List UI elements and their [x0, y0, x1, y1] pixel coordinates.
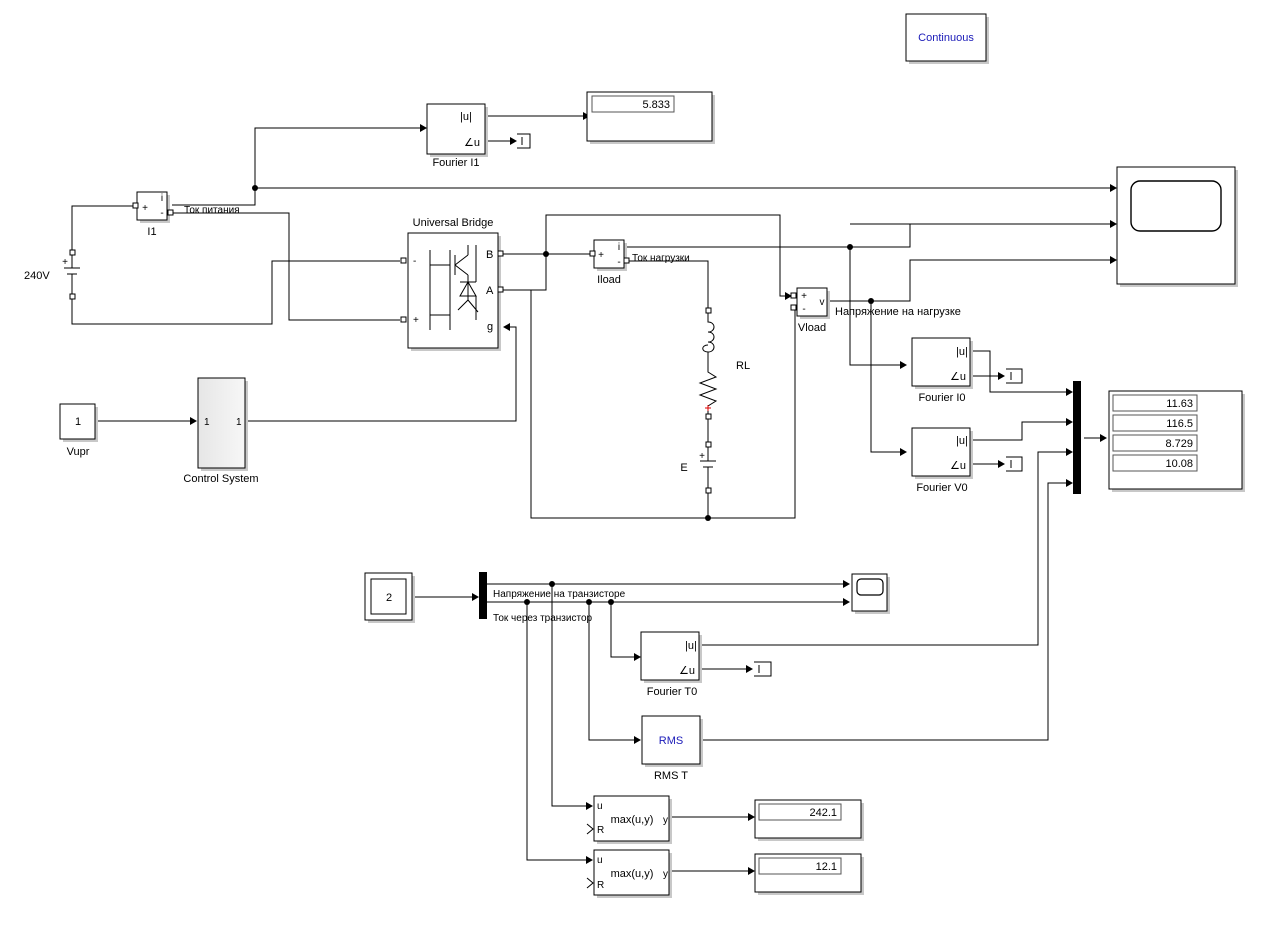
dc-source-240v[interactable]: + 240V: [24, 249, 80, 300]
wire-arrows: [190, 112, 1117, 875]
scope-small[interactable]: [851, 573, 890, 614]
source-240v-name: 240V: [24, 270, 50, 282]
rl-branch[interactable]: RL: [698, 307, 750, 420]
max2-r-port: R: [597, 880, 604, 891]
bridge-plus-port: +: [413, 315, 419, 326]
scope-main[interactable]: [1116, 166, 1238, 287]
display-multi-value-4: 10.08: [1165, 458, 1193, 470]
display-i1-value: 5.833: [642, 99, 670, 111]
control-system-block[interactable]: 1 1 Control System: [183, 377, 259, 485]
bridge-b-port: B: [486, 249, 493, 261]
rms-label: RMS: [659, 735, 683, 747]
solver-label: Continuous: [918, 32, 974, 44]
max-block-1[interactable]: u R max(u,y) y: [586, 795, 672, 844]
display-max-1[interactable]: 242.1: [754, 799, 864, 841]
max2-u-port: u: [597, 855, 603, 866]
current-meter-iload[interactable]: + i - Iload: [589, 239, 630, 286]
max1-label: max(u,y): [611, 814, 654, 826]
battery-plus-sign: +: [699, 451, 705, 462]
max1-r-port: R: [597, 825, 604, 836]
transistor-voltage-signal: Напряжение на транзисторе: [493, 589, 626, 600]
display-multi-value-2: 116.5: [1166, 418, 1193, 430]
max2-label: max(u,y): [611, 868, 654, 880]
transistor-current-signal: Ток через транзистор: [493, 613, 593, 624]
scope-screen-icon: [1130, 180, 1222, 232]
fourier-i0-angle-port: ∠u: [950, 371, 966, 383]
display-i1[interactable]: 5.833: [586, 91, 715, 144]
display-multi-value-3: 8.729: [1165, 438, 1193, 450]
rms-t-name: RMS T: [654, 770, 688, 782]
constant-2-value: 2: [386, 592, 392, 604]
fourier-i1-name: Fourier I1: [432, 157, 479, 169]
bridge-name: Universal Bridge: [413, 217, 494, 229]
fourier-i1-block[interactable]: |u| ∠u Fourier I1: [426, 103, 488, 169]
load-current-signal: Ток нагрузки: [632, 253, 690, 264]
fourier-v0-mag-port: |u|: [956, 435, 968, 447]
supply-current-signal: Ток питания: [184, 205, 240, 216]
mux-right[interactable]: [1073, 381, 1081, 494]
i1-minus-port: -: [160, 208, 163, 219]
scope-small-screen-icon: [856, 578, 884, 596]
fourier-v0-angle-port: ∠u: [950, 460, 966, 472]
max1-u-port: u: [597, 801, 603, 812]
igbt-diode-icon: [429, 245, 479, 330]
junctions: [252, 185, 874, 605]
constant-vupr[interactable]: 1 Vupr: [59, 403, 98, 458]
control-in-port: 1: [204, 417, 210, 428]
display-max-1-value: 242.1: [809, 807, 837, 819]
fourier-v0-name: Fourier V0: [916, 482, 967, 494]
iload-minus-port: -: [617, 257, 620, 268]
control-out-port: 1: [236, 417, 242, 428]
rl-name: RL: [736, 360, 750, 372]
rms-t-block[interactable]: RMS RMS T: [641, 715, 703, 782]
battery-e-name: E: [680, 462, 687, 474]
fourier-i1-mag-port: |u|: [460, 111, 472, 123]
vload-plus-port: +: [801, 291, 807, 302]
fourier-t0-name: Fourier T0: [647, 686, 698, 698]
fourier-v0-block[interactable]: |u| ∠u Fourier V0: [911, 427, 973, 494]
iload-plus-port: +: [598, 250, 604, 261]
bridge-minus-port: -: [413, 256, 416, 267]
fourier-i0-name: Fourier I0: [918, 392, 965, 404]
bridge-g-port: g: [487, 321, 493, 333]
control-system-name: Control System: [183, 473, 258, 485]
vload-name: Vload: [798, 322, 826, 334]
battery-e[interactable]: + E: [680, 441, 716, 494]
fourier-i0-mag-port: |u|: [956, 346, 968, 358]
fourier-t0-block[interactable]: |u| ∠u Fourier T0: [640, 631, 702, 698]
voltage-meter-vload[interactable]: + - v Vload: [790, 287, 830, 334]
bridge-a-port: A: [486, 285, 494, 297]
fourier-i0-block[interactable]: |u| ∠u Fourier I0: [911, 337, 973, 404]
universal-bridge-block[interactable]: Universal Bridge - + B A g: [400, 217, 504, 351]
current-meter-i1[interactable]: + i - I1: [132, 191, 174, 238]
vload-out-port: v: [820, 297, 825, 308]
max2-y-port: y: [663, 869, 668, 880]
display-max-2[interactable]: 12.1: [754, 853, 864, 895]
vupr-name: Vupr: [67, 446, 90, 458]
load-voltage-signal: Напряжение на нагрузке: [835, 306, 961, 318]
max2-reset-icon: [586, 877, 594, 889]
fourier-i1-angle-port: ∠u: [464, 137, 480, 149]
iload-name: Iload: [597, 274, 621, 286]
fourier-t0-mag-port: |u|: [685, 640, 697, 652]
source-plus-sign: +: [62, 257, 68, 268]
max-block-2[interactable]: u R max(u,y) y: [586, 849, 672, 898]
display-max-2-value: 12.1: [816, 861, 837, 873]
solver-block[interactable]: Continuous: [905, 13, 989, 64]
i1-out-port: i: [161, 193, 163, 204]
i1-name: I1: [147, 226, 156, 238]
constant-2[interactable]: 2: [364, 572, 415, 623]
display-multi[interactable]: 11.63 116.5 8.729 10.08: [1108, 390, 1245, 492]
iload-out-port: i: [618, 242, 620, 253]
max1-reset-icon: [586, 823, 594, 835]
i1-plus-port: +: [142, 203, 148, 214]
display-multi-value-1: 11.63: [1166, 398, 1193, 410]
mux-bottom[interactable]: [479, 572, 487, 619]
max1-y-port: y: [663, 815, 668, 826]
fourier-t0-angle-port: ∠u: [679, 665, 695, 677]
terminators: [517, 133, 1023, 677]
vload-minus-port: -: [802, 304, 805, 315]
vupr-value: 1: [75, 416, 81, 428]
